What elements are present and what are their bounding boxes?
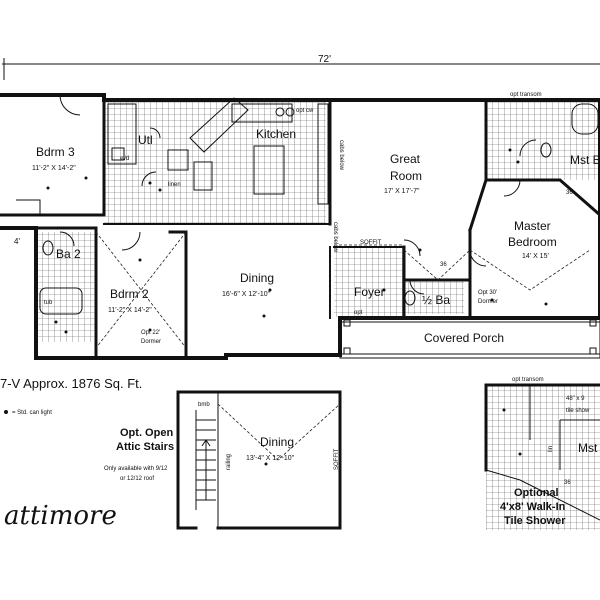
overall-dimension: 72' bbox=[2, 54, 600, 80]
shower-title-2: 4'x8' Walk-In bbox=[500, 501, 566, 513]
bdrm3-label: Bdrm 3 bbox=[36, 145, 75, 159]
cabs-below-note: cabs below bbox=[332, 222, 338, 253]
room-labels: Bdrm 3 11'-2" X 14'-2" Utl Kitchen Dinin… bbox=[32, 127, 600, 345]
opt-note: opt bbox=[354, 310, 363, 316]
foyer-tile bbox=[334, 247, 404, 317]
linen-note: linen bbox=[168, 182, 181, 188]
shower-title-1: Optional bbox=[514, 487, 559, 499]
ba2-label: Ba 2 bbox=[56, 247, 81, 261]
master-bedroom-label-2: Bedroom bbox=[508, 235, 557, 249]
shower-title-3: Tile Shower bbox=[504, 515, 566, 527]
overall-width-label: 72' bbox=[318, 54, 331, 65]
ba2-tub bbox=[39, 287, 83, 315]
foyer-label: Foyer bbox=[354, 285, 385, 299]
opt-30-dormer-note: Opt 30' bbox=[478, 290, 497, 296]
wd-note: w/d bbox=[119, 156, 129, 162]
attic-dining-size: 13'-4" X 12'-10" bbox=[246, 455, 295, 462]
utl-label: Utl bbox=[138, 133, 153, 147]
kitchen-label: Kitchen bbox=[256, 127, 296, 141]
great-room-label-2: Room bbox=[390, 169, 422, 183]
kitchen-tile bbox=[104, 100, 326, 224]
ba2-tile bbox=[38, 232, 96, 342]
bdrm3-size: 11'-2" X 14'-2" bbox=[32, 165, 76, 172]
attic-note-1: Only available with 9/12 bbox=[104, 466, 168, 472]
opt-transom-note: opt transom bbox=[510, 92, 542, 98]
shower-48-note: 48" x 9 bbox=[566, 396, 585, 402]
covered-porch bbox=[339, 317, 600, 359]
dim-36-note-2: 36 bbox=[566, 190, 573, 196]
interior-walls bbox=[0, 98, 600, 360]
soffits bbox=[329, 244, 404, 318]
great-room-label-1: Great bbox=[390, 152, 421, 166]
dormer-note-1: Dormer bbox=[141, 339, 161, 345]
dining-label: Dining bbox=[240, 271, 274, 285]
half-bath-label: ½ Ba bbox=[422, 293, 450, 307]
dormer-lines bbox=[95, 231, 591, 349]
opt-22-dormer-note: Opt 22' bbox=[141, 330, 160, 336]
script-logo: attimore bbox=[4, 501, 117, 531]
bath-fixtures bbox=[39, 103, 599, 315]
bdrm2-label: Bdrm 2 bbox=[110, 287, 149, 301]
shower-opt-transom: opt transom bbox=[512, 377, 544, 383]
can-light-legend-dot bbox=[4, 410, 8, 414]
half-bath-tile bbox=[404, 280, 464, 314]
bdrm2-size: 11'-2" X 14'-2" bbox=[108, 307, 152, 314]
can-lights bbox=[46, 148, 548, 334]
can-light-legend: = Std. can light bbox=[12, 410, 52, 416]
tile-floors bbox=[38, 100, 600, 530]
cabs-below-note-2: cabs below bbox=[338, 140, 344, 171]
master-bedroom-label-1: Master bbox=[514, 219, 551, 233]
opt-cw-note: opt cw bbox=[296, 108, 314, 114]
master-bedroom-size: 14' X 15' bbox=[522, 253, 549, 260]
attic-shelf-note: bmb bbox=[198, 402, 210, 408]
attic-title-2: Attic Stairs bbox=[116, 441, 174, 453]
tub-note: tub bbox=[44, 300, 53, 306]
island bbox=[253, 145, 285, 195]
model-area-label: 7-V Approx. 1876 Sq. Ft. bbox=[0, 376, 142, 391]
railing-note: railing bbox=[226, 454, 232, 470]
attic-dining-label: Dining bbox=[260, 435, 294, 449]
walk-in-shower-option: opt transom 48" x 9 tile show Mst lin 36… bbox=[484, 377, 600, 527]
attic-title-1: Opt. Open bbox=[120, 427, 173, 439]
plan-notes: opt transom SOFFIT opt cw linen opt Opt … bbox=[14, 92, 573, 345]
mst-bath-tile bbox=[486, 100, 600, 180]
kitchen-fixtures bbox=[107, 97, 329, 205]
mst-bath-label: Mst B bbox=[570, 153, 600, 167]
dormer-note-2: Dormer bbox=[478, 299, 498, 305]
dining-size: 16'-6" X 12'-10" bbox=[222, 291, 271, 298]
great-room-size: 17' X 17'-7" bbox=[384, 188, 420, 195]
doors bbox=[16, 94, 537, 295]
dim-36-note-1: 36 bbox=[440, 262, 447, 268]
dim-4-note: 4' bbox=[14, 237, 20, 246]
shower-mst-label: Mst bbox=[578, 441, 598, 455]
soffit-note: SOFFIT bbox=[360, 240, 382, 246]
attic-note-2: or 12/12 roof bbox=[120, 476, 154, 482]
shower-tile-note: tile show bbox=[566, 408, 590, 414]
attic-soffit-note: SOFFIT bbox=[334, 448, 340, 470]
shower-lin-label: lin bbox=[548, 446, 554, 452]
attic-stairs-option: bmb railing SOFFIT Opt. Open Attic Stair… bbox=[104, 390, 342, 530]
covered-porch-label: Covered Porch bbox=[424, 331, 504, 345]
shower-36-note: 36 bbox=[564, 480, 571, 486]
